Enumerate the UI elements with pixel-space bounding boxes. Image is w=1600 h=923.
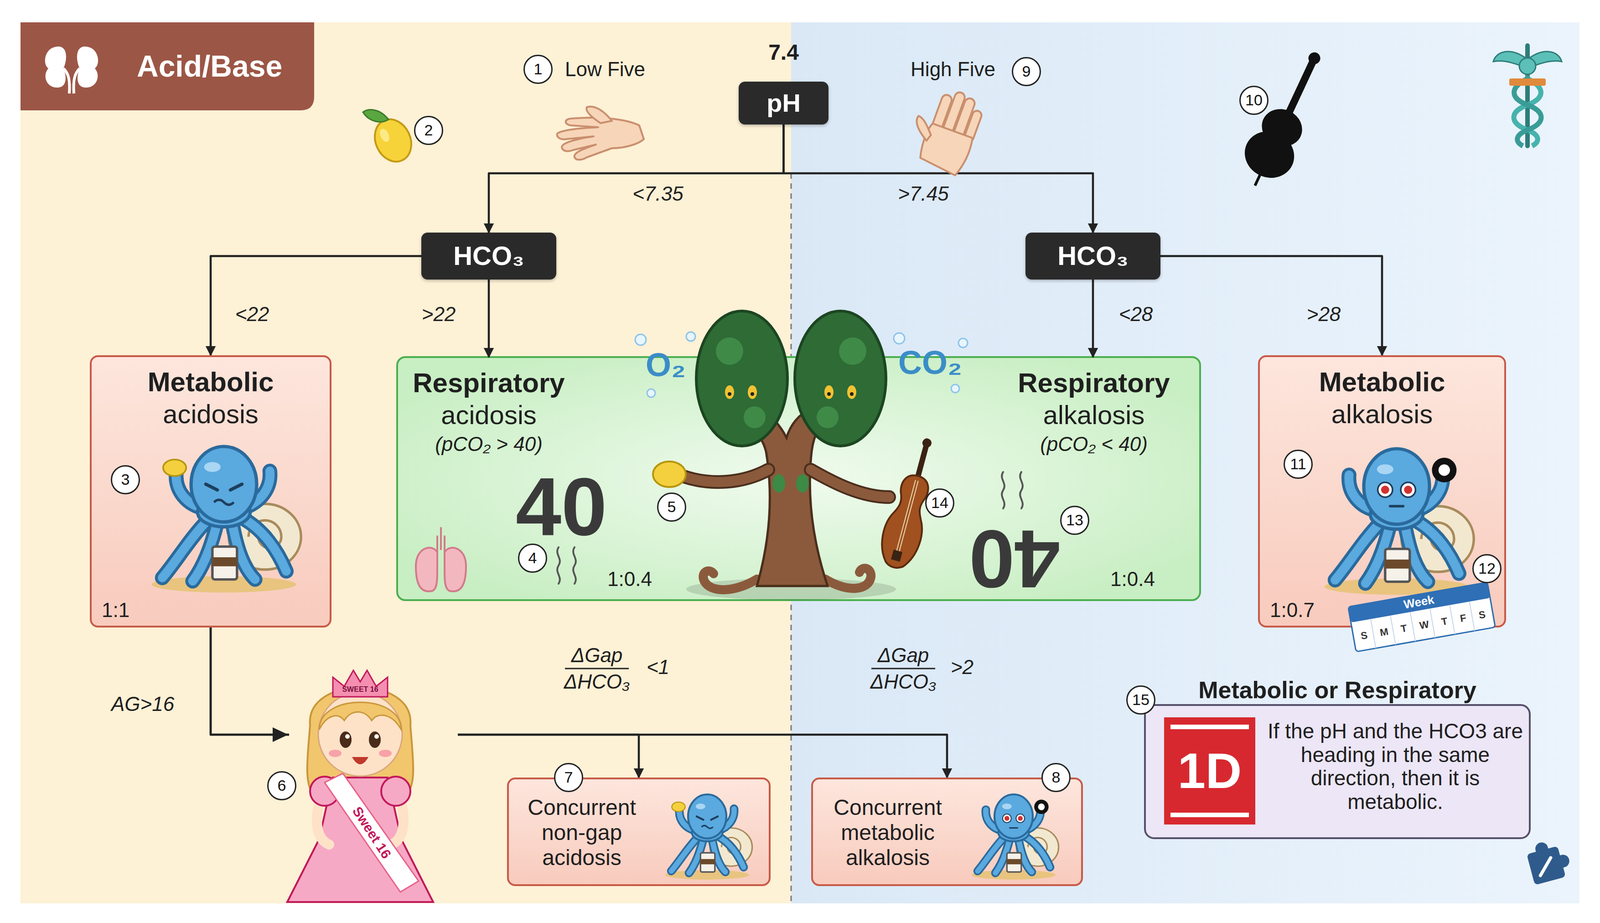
pco2-number: 40	[515, 459, 607, 554]
logo-text: 1D	[1177, 741, 1243, 800]
octopus-base	[965, 784, 1062, 881]
hco3-box: HCO₃	[421, 232, 557, 280]
node-text: Respiratory	[397, 367, 581, 399]
crown-text: SWEET 16	[341, 685, 378, 694]
callout-number: 2	[414, 115, 444, 145]
callout-number: 4	[517, 543, 548, 573]
node-text: acidosis	[397, 399, 581, 431]
edge-label: <28	[1118, 302, 1154, 327]
high-five-hand	[903, 81, 988, 178]
fraction-top: ΔGap	[571, 643, 623, 668]
title-tab	[20, 22, 315, 111]
callout-number: 5	[657, 492, 687, 522]
concurrent-acidosis-box: Concurrent non-gap acidosis	[507, 777, 771, 886]
connector	[1092, 279, 1095, 358]
node-text: Metabolic	[1259, 366, 1505, 398]
fraction-top: ΔGap	[877, 643, 930, 668]
connector	[210, 256, 422, 356]
callout-number: 9	[1011, 56, 1041, 87]
hand-caption: Low Five	[564, 57, 646, 82]
fraction-bottom: ΔHCO₃	[564, 670, 631, 694]
pco2-number: 40	[968, 512, 1061, 607]
kidney-icon	[45, 46, 99, 94]
node-text: HCO₃	[1025, 240, 1161, 272]
fraction-bar	[564, 667, 629, 670]
callout-number: 11	[1283, 449, 1313, 479]
node-text: alkalosis	[1259, 398, 1505, 430]
sweet-sixteen-girl	[272, 670, 458, 902]
caduceus-logo	[1493, 45, 1562, 146]
edge-label: >7.45	[897, 182, 949, 206]
callout-number: 6	[267, 771, 297, 801]
node-text: alkalosis	[1002, 399, 1186, 431]
node-text: (pCO₂ > 40)	[397, 432, 581, 456]
callout-number: 15	[1126, 685, 1156, 715]
edge-label: <7.35	[632, 182, 684, 206]
hco3-box: HCO₃	[1025, 232, 1161, 280]
node-text: Metabolic or Respiratory	[1145, 676, 1529, 705]
callout-number: 13	[1060, 505, 1090, 535]
connector	[210, 627, 639, 778]
lungs-icon	[415, 527, 467, 592]
node-text: 7.4	[720, 39, 847, 65]
node-text: pH	[738, 88, 829, 118]
edge-label: >28	[1306, 302, 1342, 327]
node-text: (pCO₂ < 40)	[1002, 432, 1186, 456]
node-text: If the pH and the HCO3 are heading in th…	[1265, 719, 1526, 814]
callout-number: 7	[554, 762, 584, 793]
diagram-title: Acid/Base	[136, 49, 283, 84]
node-text: 1:1	[101, 598, 171, 622]
node-text: Concurrent metabolic alkalosis	[819, 794, 957, 871]
node-text: 1:0.7	[1269, 598, 1339, 622]
gas-label: CO₂	[898, 343, 963, 382]
node-text: HCO₃	[421, 240, 557, 272]
cello-silhouette	[1232, 42, 1340, 197]
callout-number: 14	[925, 488, 955, 518]
connector	[1160, 256, 1383, 356]
edge-label: <22	[235, 302, 270, 327]
connector	[487, 279, 491, 358]
puzzle-icon	[1524, 836, 1574, 886]
node-text: Respiratory	[1002, 367, 1186, 399]
octopus-acid	[659, 784, 756, 881]
edge-label: <1	[646, 655, 670, 679]
node-text: acidosis	[91, 398, 330, 430]
edge-label: >2	[950, 655, 974, 679]
callout-number: 10	[1239, 85, 1269, 115]
edge-label: >22	[421, 302, 456, 327]
node-text: 1:0.4	[602, 567, 658, 591]
callout-number: 3	[110, 465, 140, 495]
lemon	[362, 109, 419, 168]
node-text: 1:0.4	[1105, 567, 1160, 591]
callout-number: 8	[1041, 762, 1071, 793]
fraction-bar	[871, 667, 936, 670]
low-five-hand	[557, 106, 644, 161]
callout-number: 12	[1472, 554, 1502, 584]
hand-caption: High Five	[910, 57, 996, 82]
condition-label: AG>16	[111, 692, 175, 716]
node-text: Metabolic	[91, 366, 330, 398]
ph-box: 7.4pH	[738, 81, 829, 125]
concurrent-alkalosis-box: Concurrent metabolic alkalosis	[811, 777, 1083, 886]
metabolic-alkalosis-box: Metabolicalkalosis 1:0.7	[1258, 355, 1507, 628]
callout-number: 1	[523, 54, 553, 84]
gas-label: O₂	[645, 346, 686, 384]
octopus-acid	[141, 429, 306, 595]
fraction-bottom: ΔHCO₃	[870, 670, 937, 694]
octopus-base	[1314, 432, 1479, 597]
node-text: Concurrent non-gap acidosis	[513, 794, 651, 871]
